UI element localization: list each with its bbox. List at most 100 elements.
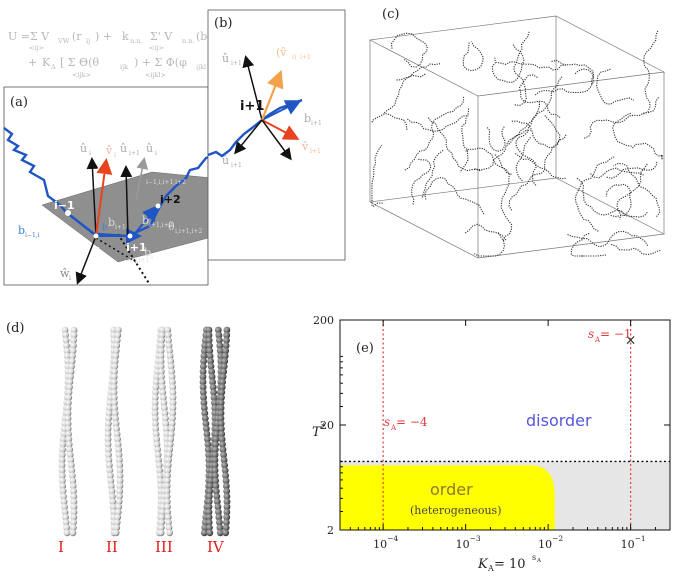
fiber-bead (155, 456, 163, 464)
label-u-i2: û (146, 142, 153, 155)
fiber-bead (153, 435, 161, 443)
panel-b-u-top: û (222, 52, 229, 65)
polymer-chain (371, 112, 408, 130)
fiber-bead (70, 498, 78, 505)
fiber-bead (67, 373, 74, 381)
label-u-i1: û (120, 142, 127, 155)
label-u-i1-sub: i+1 (129, 150, 140, 157)
fiber-bead (104, 430, 112, 438)
panel-b-u-top-sub: i+1 (231, 60, 242, 67)
polymer-chain (611, 112, 632, 147)
label-b-lower: b (144, 246, 151, 259)
polymer-chain (427, 117, 482, 172)
panel-b-v-top-arrow (260, 69, 284, 121)
fiber-bead (108, 487, 116, 495)
polymer-chain (464, 147, 512, 175)
fiber-bead (69, 477, 77, 485)
fiber-bead (215, 513, 223, 521)
fiber-bead (70, 513, 78, 521)
fiber-bead (213, 430, 220, 438)
fiber-bead (205, 503, 213, 511)
fiber-bead (210, 394, 218, 401)
fiber-bead (207, 363, 215, 370)
fiber-bead (63, 342, 70, 349)
eq-plus1: ) + (95, 30, 112, 43)
eq-bracket: [ Σ Θ(θ (60, 56, 99, 69)
fiber-bead (59, 482, 67, 490)
fiber-bead (62, 513, 69, 521)
x-tick-label-exp: −3 (470, 534, 481, 543)
polymer-chain (464, 223, 507, 242)
fiber-bead (104, 425, 112, 433)
polymer-chain (496, 61, 567, 71)
fiber-bead (151, 415, 159, 422)
panel-b-v-right: v̂ (301, 140, 309, 153)
fiber-label-II: II (106, 538, 118, 556)
fiber-bead (151, 409, 159, 417)
fiber-bead (201, 415, 209, 422)
fiber-bead (222, 529, 230, 537)
panel-b-v-top: (v̂ (276, 46, 287, 59)
fiber-bead (212, 477, 220, 485)
fiber-bead (106, 404, 113, 412)
fiber-bead (64, 420, 72, 427)
fiber-bead (60, 430, 68, 438)
fiber-bead (104, 441, 112, 448)
fiber-bead (61, 503, 68, 511)
fiber-bead (62, 331, 69, 339)
fiber-bead (163, 482, 171, 490)
fiber-bead (211, 451, 219, 459)
fiber-bead (69, 352, 76, 360)
polymer-chain (506, 76, 563, 144)
fiber-bead (110, 383, 118, 391)
fiber-bead (70, 337, 77, 344)
polymer-chain (518, 74, 561, 119)
fiber-bead (65, 430, 72, 438)
fiber-bead (206, 347, 214, 355)
fiber-bead (70, 519, 77, 526)
fiber-bead (212, 487, 220, 495)
fiber-bead (167, 357, 175, 365)
x-axis-label: K (477, 557, 489, 572)
fiber-bead (157, 352, 165, 360)
fiber-bead (158, 519, 166, 526)
fiber-bead (156, 467, 164, 474)
fiber-bead (151, 404, 159, 412)
fiber-bead (169, 378, 176, 386)
fiber-bead (166, 352, 174, 360)
polymer-chain-right (93, 154, 213, 238)
x-tick-label-exp: −4 (387, 534, 398, 543)
label-i: i (96, 245, 100, 258)
fiber-label-I: I (58, 538, 64, 556)
eq-sum1: Σ V (30, 30, 50, 43)
fiber-bead (220, 363, 228, 370)
fiber-bead (163, 493, 171, 500)
fiber-bead (153, 441, 161, 448)
fiber-bead (112, 415, 119, 422)
polymer-chain (616, 163, 648, 220)
fiber-bead (169, 383, 177, 391)
fiber-bead (199, 368, 207, 375)
label-i-minus-1: i−1 (54, 199, 75, 212)
eq-b: (b (196, 30, 207, 43)
fiber-bead (64, 404, 72, 412)
fiber-bead (164, 467, 172, 474)
fiber-bead (164, 331, 172, 339)
fiber-bead (205, 519, 213, 526)
fiber-bead (204, 441, 212, 448)
x-axis-label-sup-sub: A (536, 558, 542, 564)
fiber-bead (205, 498, 213, 505)
fiber-bead (111, 404, 119, 412)
fiber-bead (112, 352, 120, 360)
fiber-bead (58, 461, 66, 469)
polymer-chain (534, 68, 594, 96)
fiber-bead (209, 378, 217, 386)
fiber-bead (167, 435, 175, 443)
fiber-bead (114, 435, 121, 443)
fiber-bead (164, 513, 172, 521)
fiber-bead (112, 529, 120, 537)
fiber-bead (70, 326, 78, 334)
fiber-bead (200, 394, 208, 401)
eq-r: (r (72, 30, 82, 43)
fiber-bead (152, 383, 160, 391)
